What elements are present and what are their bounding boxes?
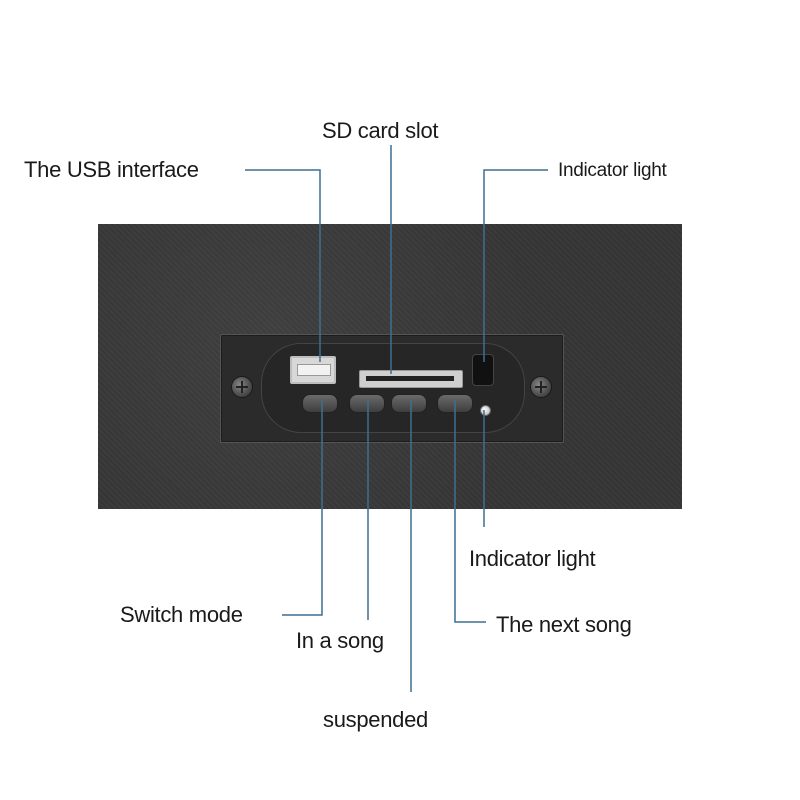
usb-leader-line (245, 169, 321, 362)
sd-card-slot (359, 370, 463, 388)
next-song-label: The next song (496, 612, 632, 637)
switch-mode-label: Switch mode (120, 602, 243, 627)
indicator-top-leader-line (483, 169, 548, 362)
sd-card-slot-label: SD card slot (322, 118, 439, 143)
switch-mode-leader-line (282, 400, 323, 616)
in-a-song-label: In a song (296, 628, 384, 653)
switch-mode-button[interactable] (302, 394, 338, 413)
indicator-led (480, 405, 491, 416)
usb-interface-label: The USB interface (24, 157, 199, 182)
left-screw-icon (231, 376, 253, 398)
indicator-light-top-label: Indicator light (558, 160, 667, 181)
aux-port (472, 354, 494, 386)
next-song-leader-line (454, 400, 486, 623)
usb-port (290, 356, 336, 384)
right-screw-icon (530, 376, 552, 398)
suspended-label: suspended (323, 707, 428, 732)
indicator-light-bottom-label: Indicator light (469, 546, 596, 571)
pause-button[interactable] (391, 394, 427, 413)
previous-song-button[interactable] (349, 394, 385, 413)
